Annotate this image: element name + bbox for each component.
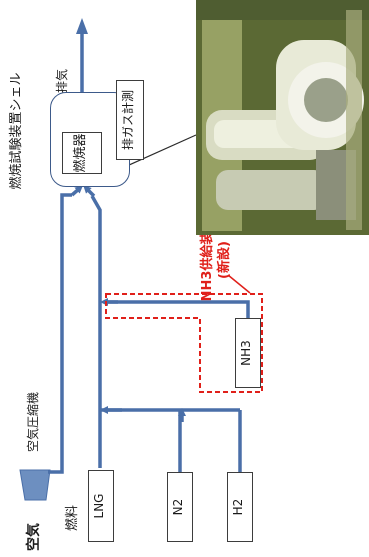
lng-pipe bbox=[90, 195, 102, 468]
nh3-supply-boundary bbox=[105, 293, 263, 393]
h2-source-box bbox=[227, 472, 253, 542]
air-pipe bbox=[48, 193, 72, 474]
nh3-label-pointer bbox=[227, 274, 251, 294]
nh3-label: NH3 bbox=[239, 340, 253, 366]
nh3-pipe bbox=[104, 300, 250, 318]
exhaust-label: 排気 bbox=[55, 69, 69, 94]
h2-label: H2 bbox=[231, 498, 245, 516]
air-label: 空気 bbox=[26, 523, 42, 551]
combustor-box bbox=[62, 132, 102, 174]
combustor-photo bbox=[196, 0, 369, 235]
lng-source-box bbox=[88, 470, 114, 542]
n2-label: N2 bbox=[171, 498, 185, 516]
exhaust-arrowhead bbox=[76, 18, 88, 34]
air-arrow bbox=[70, 185, 84, 197]
shell-label: 燃焼試験装置シェル bbox=[9, 72, 24, 190]
lng-label: LNG bbox=[92, 493, 106, 519]
exhaust-measure-label: 排ガス計測 bbox=[121, 90, 135, 151]
n2-source-box bbox=[167, 472, 193, 542]
compressor-shape bbox=[19, 469, 51, 501]
nh3-source-box bbox=[235, 318, 261, 388]
exhaust-measure-box bbox=[116, 80, 144, 160]
compressor-label: 空気圧縮機 bbox=[26, 392, 40, 453]
fuel-label: 燃料 bbox=[65, 505, 80, 532]
combustor-label: 燃焼器 bbox=[73, 133, 88, 173]
combustor-photo-illustration bbox=[196, 0, 369, 235]
lng-arrow bbox=[83, 185, 96, 198]
